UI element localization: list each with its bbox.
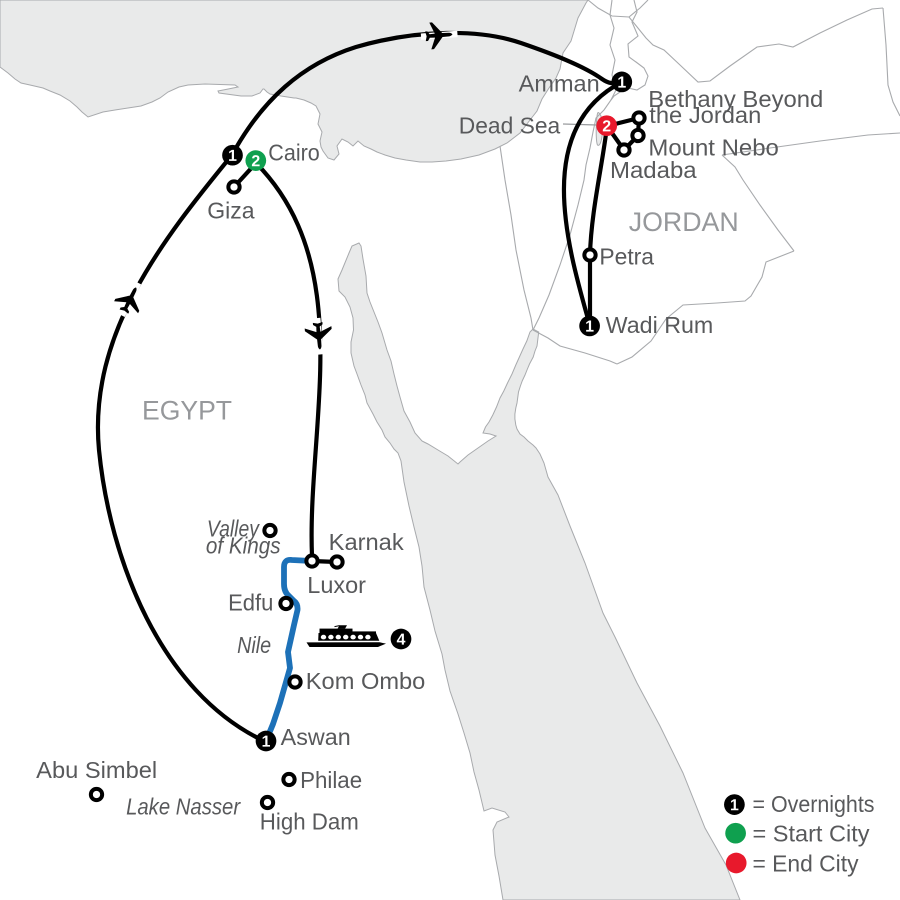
svg-text:Mount Nebo: Mount Nebo [648, 135, 779, 161]
svg-text:Edfu: Edfu [228, 589, 273, 615]
svg-text:Aswan: Aswan [281, 724, 351, 750]
svg-text:JORDAN: JORDAN [629, 206, 739, 237]
svg-text:= Overnights: = Overnights [753, 791, 875, 817]
svg-text:Philae: Philae [300, 767, 362, 793]
svg-text:EGYPT: EGYPT [142, 395, 232, 426]
svg-text:= Start City: = Start City [753, 821, 870, 847]
svg-text:High Dam: High Dam [260, 809, 359, 835]
svg-text:Amman: Amman [519, 71, 600, 97]
svg-text:Nile: Nile [237, 632, 271, 658]
svg-text:Madaba: Madaba [610, 157, 697, 183]
svg-text:Dead Sea: Dead Sea [459, 113, 561, 139]
svg-text:= End City: = End City [753, 851, 859, 877]
svg-text:Petra: Petra [599, 243, 654, 269]
svg-text:Wadi Rum: Wadi Rum [606, 312, 714, 338]
svg-text:the Jordan: the Jordan [649, 102, 761, 128]
svg-text:Valley: Valley [207, 516, 260, 542]
svg-text:Karnak: Karnak [329, 529, 405, 555]
svg-text:of Kings: of Kings [206, 533, 281, 559]
svg-text:Kom Ombo: Kom Ombo [306, 668, 426, 694]
svg-text:Luxor: Luxor [307, 572, 366, 598]
svg-text:Cairo: Cairo [268, 139, 320, 165]
svg-text:Bethany Beyond: Bethany Beyond [648, 86, 823, 112]
svg-text:Giza: Giza [207, 198, 255, 224]
svg-text:Abu Simbel: Abu Simbel [36, 757, 157, 783]
svg-text:Lake Nasser: Lake Nasser [126, 794, 241, 820]
